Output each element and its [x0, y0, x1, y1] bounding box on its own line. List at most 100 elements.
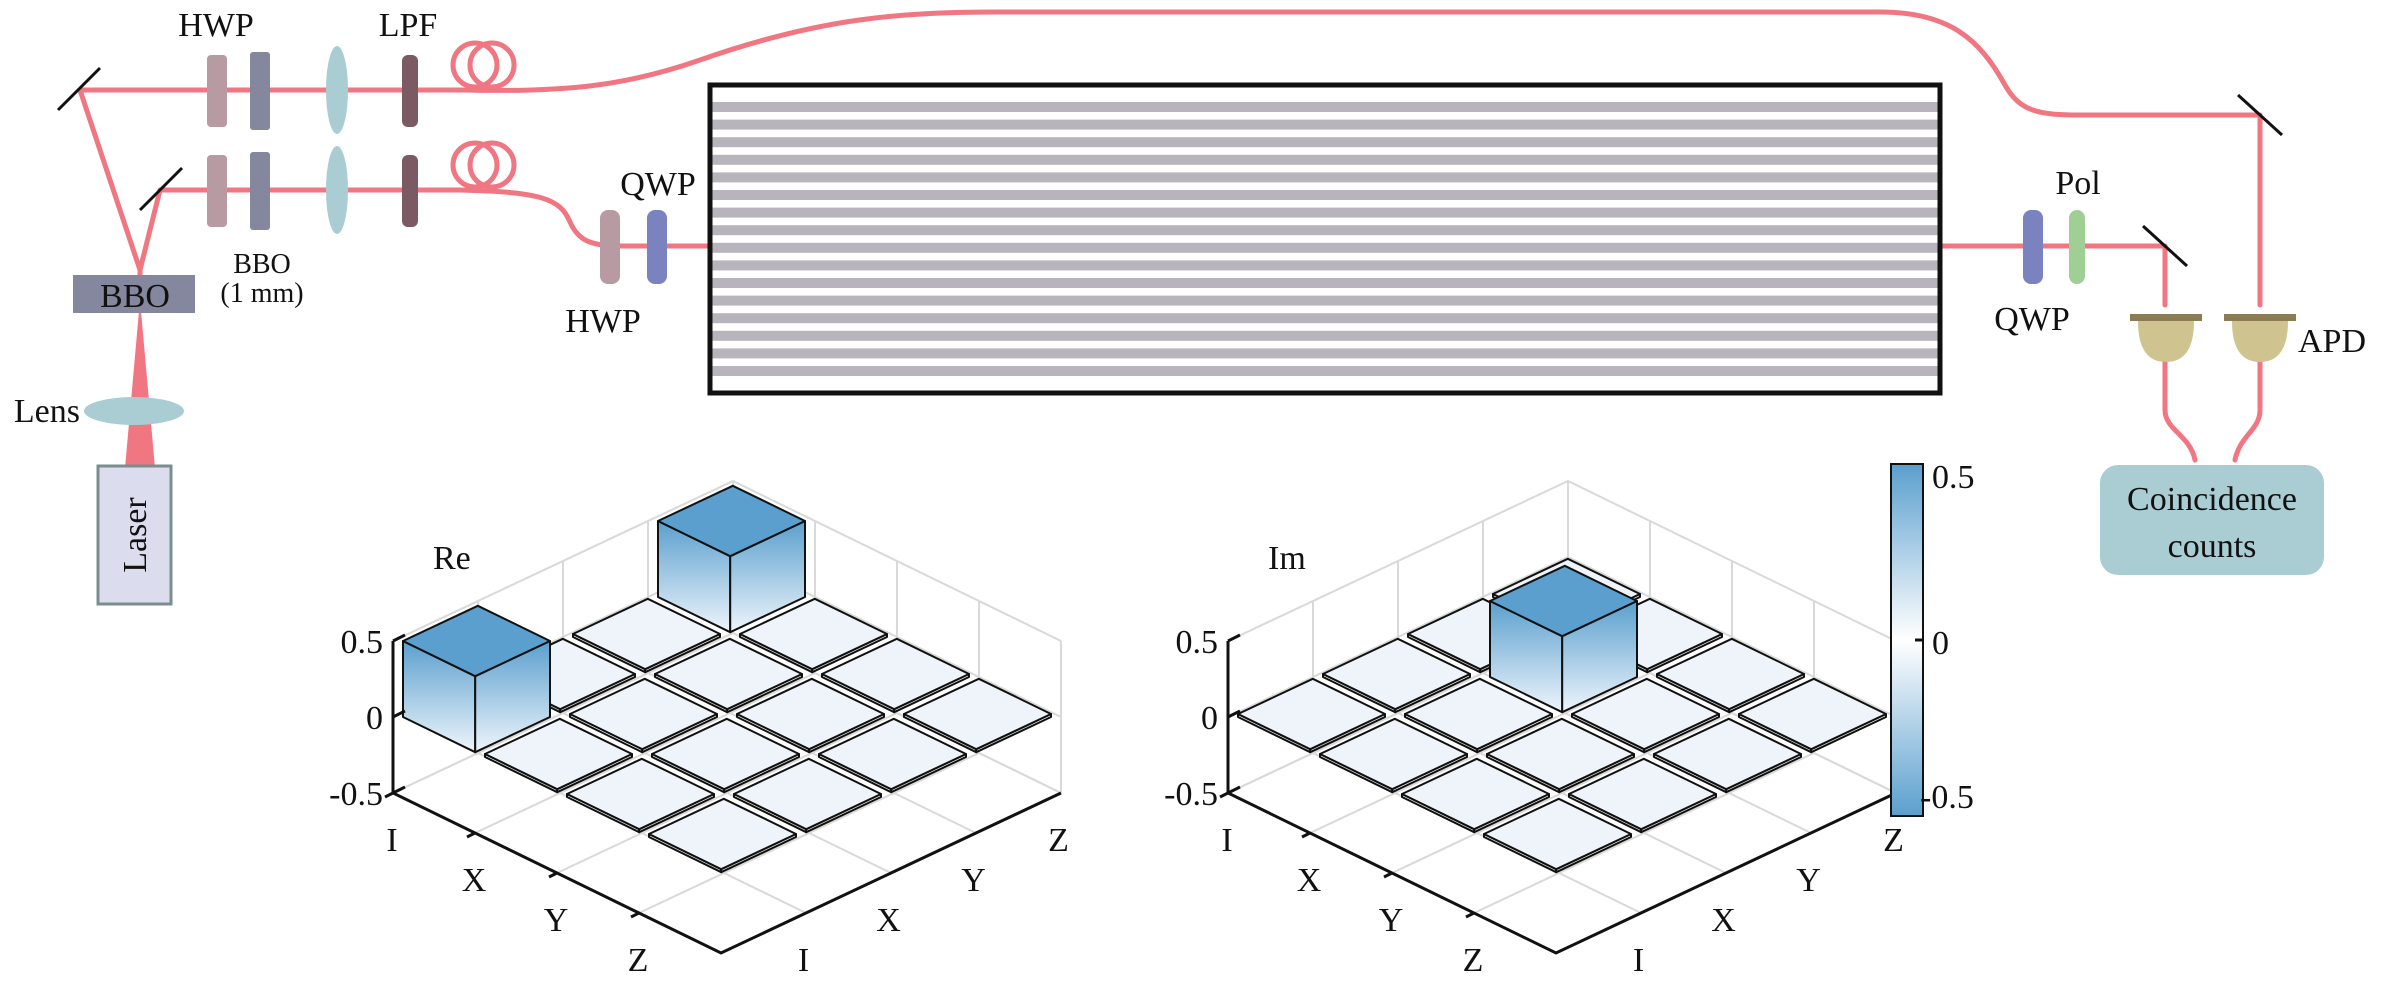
bar-ZI	[648, 797, 797, 874]
output-beam	[1937, 243, 2168, 308]
apd-fiber-left	[2162, 357, 2198, 463]
bar-top	[903, 677, 1052, 751]
bar-XI	[1319, 717, 1468, 794]
waveguide-stripe	[710, 207, 1940, 218]
waveguide-stripe	[710, 225, 1940, 236]
lpf-top	[402, 55, 418, 127]
z-tick-label: 0.5	[1176, 624, 1219, 661]
mirror-top-left	[56, 66, 102, 112]
bar-ZX	[1568, 757, 1717, 834]
fiber-coil-top	[450, 40, 517, 90]
label-pol: Pol	[2055, 165, 2100, 202]
z-tick	[392, 633, 406, 643]
bar-IZ	[657, 484, 806, 634]
hwp-bottom-plate	[207, 155, 227, 227]
row-label: Z	[628, 942, 649, 979]
label-coincidence-1: Coincidence	[2127, 481, 2297, 518]
label-qwp-output: QWP	[1994, 301, 2070, 338]
bar-YI	[1401, 757, 1550, 834]
fiber-coil-bottom	[450, 140, 517, 190]
label-apd: APD	[2298, 323, 2366, 360]
laser-box	[96, 464, 173, 606]
col-label: Z	[1883, 822, 1904, 859]
bar-top	[821, 637, 970, 711]
bar-top	[1237, 677, 1386, 751]
upper-arm-beam	[77, 9, 2263, 308]
bar-top	[1401, 757, 1550, 831]
hwp-input-plate	[600, 210, 620, 284]
label-hwp-top: HWP	[178, 7, 254, 44]
chart-title: Im	[1268, 540, 1306, 577]
row-label: Z	[1463, 942, 1484, 979]
bar-top	[402, 604, 551, 678]
z-tick	[1227, 633, 1241, 643]
colorbar-max-label: 0.5	[1932, 459, 1975, 496]
row-tick	[384, 791, 394, 799]
label-coincidence-2: counts	[2168, 528, 2257, 565]
waveguide-stripe	[710, 242, 1940, 253]
bar-YY	[1571, 677, 1720, 754]
row-label: I	[1221, 822, 1232, 859]
bar-top	[1319, 717, 1468, 791]
waveguide-stripe	[710, 295, 1940, 306]
lens-top	[326, 46, 348, 134]
z-tick-label: -0.5	[1164, 776, 1218, 813]
bar-top	[1483, 797, 1632, 871]
lpf-bottom	[402, 155, 418, 227]
optical-setup: HWP LPF BBO BBO (1 mm) Lens Laser QWP HW…	[14, 7, 2366, 606]
bar-top	[1571, 677, 1720, 751]
bar-XI	[484, 717, 633, 794]
bar-XY	[654, 637, 803, 714]
bar-II	[402, 604, 551, 754]
bar-top	[648, 797, 797, 871]
label-bbo-crystal: BBO	[100, 278, 170, 315]
label-qwp-input: QWP	[620, 166, 696, 203]
waveguide-chip	[707, 82, 1943, 396]
bar-YX	[1486, 717, 1635, 794]
chip-frame	[707, 82, 1943, 396]
mirror-top-right	[2236, 93, 2284, 137]
waveguide-stripe	[710, 366, 1940, 376]
colorbar-mid-label: 0	[1932, 625, 1949, 662]
row-tick	[1301, 831, 1311, 839]
col-label: Z	[1048, 822, 1069, 859]
waveguide-stripe	[710, 190, 1940, 200]
col-label: I	[1633, 942, 1644, 979]
bar-top	[1656, 637, 1805, 711]
label-lpf: LPF	[379, 7, 438, 44]
waveguide-stripe	[710, 137, 1940, 148]
z-tick	[392, 785, 406, 795]
bar-IX	[1322, 637, 1471, 714]
label-hwp-input: HWP	[565, 303, 641, 340]
bar-top	[736, 677, 885, 751]
bbo-bottom-plate	[250, 152, 270, 230]
bar-YZ	[1656, 637, 1805, 714]
row-label: Y	[544, 902, 569, 939]
bar-top	[1486, 717, 1635, 791]
col-label: Y	[961, 862, 986, 899]
label-lens: Lens	[14, 393, 80, 430]
mirror-bottom-left	[138, 166, 184, 212]
qwp-input-plate	[647, 210, 667, 284]
pump-beam-cone	[125, 300, 155, 468]
bar-ZI	[1483, 797, 1632, 874]
apd-fiber-right	[2232, 357, 2263, 463]
bar-YI	[566, 757, 715, 834]
coincidence-counter	[2100, 465, 2324, 575]
bar-ZZ	[1738, 677, 1887, 754]
row-tick	[1383, 871, 1393, 879]
pump-lens	[84, 397, 184, 425]
waveguide-stripe	[710, 102, 1940, 112]
bar-top	[739, 597, 888, 671]
row-label: X	[462, 862, 487, 899]
bar-top	[818, 717, 967, 791]
z-tick	[1227, 709, 1241, 719]
bar-XX	[1404, 677, 1553, 754]
row-tick	[1219, 791, 1229, 799]
colorbar: 0.5 0 -0.5	[1890, 459, 1975, 817]
z-tick-label: 0.5	[341, 624, 384, 661]
bar-top	[1568, 757, 1717, 831]
col-label: Y	[1796, 862, 1821, 899]
bar-ZY	[1653, 717, 1802, 794]
bar-ZX	[733, 757, 882, 834]
